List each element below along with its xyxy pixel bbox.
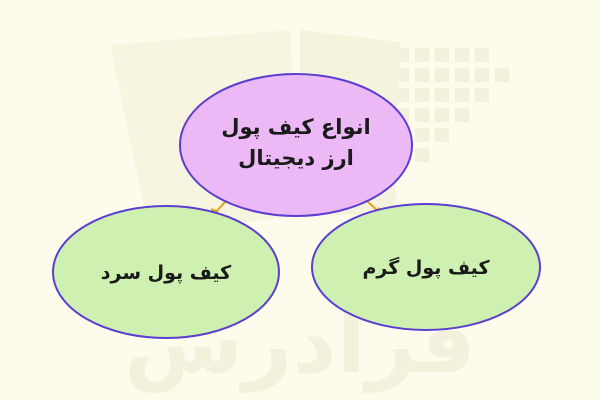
child-node-label: کیف پول گرم: [363, 256, 491, 279]
child-node-shape: [52, 205, 280, 339]
root-node-title-line1: انواع کیف پول: [221, 115, 370, 139]
root-node-shape: [179, 73, 413, 217]
root-node: انواع کیف پول ارز دیجیتال: [179, 73, 413, 217]
child-node-hot-wallet: کیف پول گرم: [311, 203, 541, 331]
child-node-label: کیف پول سرد: [101, 262, 232, 284]
child-node-shape: [311, 203, 541, 331]
root-node-title-line2: ارز دیجیتال: [238, 146, 354, 170]
child-node-cold-wallet: کیف پول سرد: [52, 205, 280, 339]
